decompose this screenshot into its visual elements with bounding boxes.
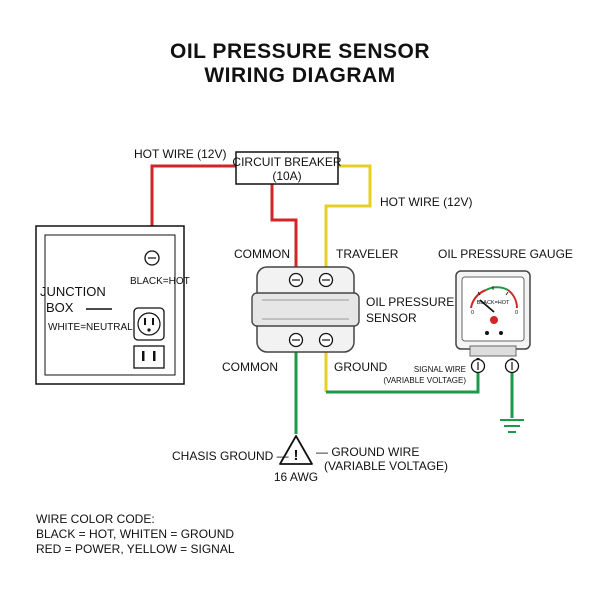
awg-label: 16 AWG [274,470,318,484]
gauge-terminal-signal [470,358,486,374]
circuit-breaker-box [235,151,339,185]
junction-box-inner [44,234,176,376]
oil-pressure-gauge [455,270,531,357]
hot-wire-sensor [270,184,298,276]
white-neutral-label: WHITE=NEUTRAL [48,322,133,333]
gauge-face-label: BLACK=HOT [477,300,510,306]
sensor-terminal-common-bottom [288,332,304,348]
gauge-needle [479,299,495,313]
chasis-ground-label: CHASIS GROUND — [172,449,289,463]
sensor-terminal-traveler [318,272,334,288]
signal-wire-sublabel: (VARIABLE VOLTAGE) [383,376,466,385]
warning-glyph: ! [294,447,299,464]
sensor-label-line2: SENSOR [366,311,417,325]
gauge-min-label: 0 [471,310,474,316]
hot-wire-left-label: HOT WIRE (12V) [134,147,226,161]
ground-wire-label: — GROUND WIRE [316,445,419,459]
ground-label: GROUND [334,360,388,374]
gauge-pivot [490,316,498,324]
gauge-max-label: 0 [515,310,518,316]
circuit-breaker-label: CIRCUIT BREAKER [232,155,341,169]
hot-wire-right-label: HOT WIRE (12V) [380,195,472,209]
diagram-title-line1: OIL PRESSURE SENSOR [170,40,430,63]
common-bottom-label: COMMON [222,360,278,374]
earth-ground-icon [500,419,524,433]
sensor-terminal-ground [318,332,334,348]
ground-wire-sublabel: (VARIABLE VOLTAGE) [324,459,448,473]
legend-line-2: RED = POWER, YELLOW = SIGNAL [36,542,235,556]
sensor-terminal-common-top [288,272,304,288]
legend-title: WIRE COLOR CODE: [36,512,155,526]
junction-box-label: JUNCTION [40,284,106,299]
gauge-terminal-ground [504,358,520,374]
electrical-outlet-icon [133,307,165,341]
gauge-title: OIL PRESSURE GAUGE [438,247,573,261]
junction-box-label-2: BOX [46,300,74,315]
diagram-title-line2: WIRING DIAGRAM [204,64,395,87]
common-top-label: COMMON [234,247,290,261]
legend-line-1: BLACK = HOT, WHITEN = GROUND [36,527,234,541]
traveler-label: TRAVELER [336,247,399,261]
sensor-label-line1: OIL PRESSURE [366,295,454,309]
oil-pressure-sensor [251,266,360,353]
circuit-breaker-rating: (10A) [272,169,301,183]
signal-wire-label: SIGNAL WIRE [414,365,466,374]
black-hot-label: BLACK=HOT [130,276,190,287]
switch-plate-icon [133,345,165,369]
warning-triangle-icon [279,435,313,465]
hot-wire-right [324,164,372,276]
